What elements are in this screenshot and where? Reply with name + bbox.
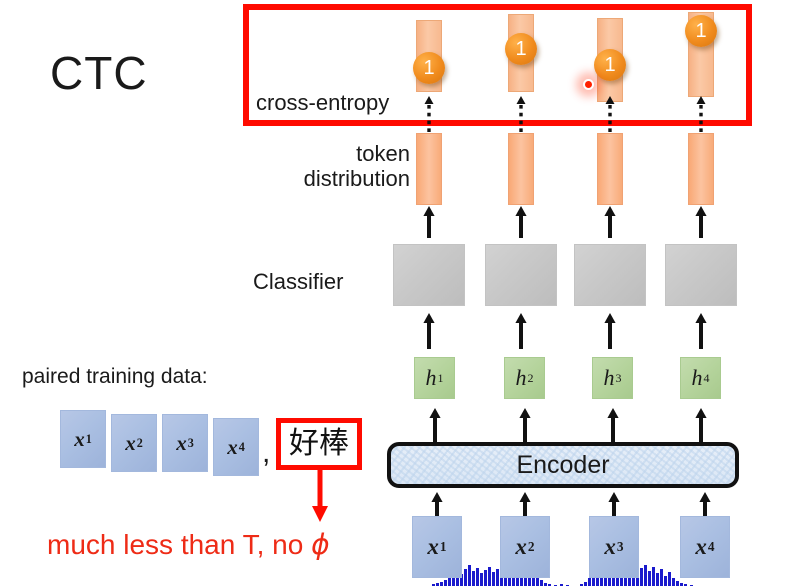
flow-arrow-hidden-to-classifier (514, 313, 528, 349)
token-distribution-bar (416, 133, 442, 205)
annotation-caption-text: much less than T, no (47, 529, 312, 560)
input-frame-index: 4 (707, 539, 715, 554)
flow-arrow-hidden-to-classifier (603, 313, 617, 349)
target-text: 好棒 (289, 426, 349, 461)
input-frame-base: x (695, 534, 707, 559)
cross-entropy-label: cross-entropy (256, 90, 390, 115)
laser-pointer-dot (583, 79, 594, 90)
token-distribution-bar (597, 133, 623, 205)
paired-input-base: x (125, 430, 136, 455)
paired-input-base: x (176, 430, 187, 455)
flow-arrow-encoder-to-hidden (694, 408, 708, 444)
classifier-box (665, 244, 737, 306)
encoder-box: Encoder (387, 442, 739, 488)
sequence-comma: , (262, 436, 271, 469)
flow-arrow-classifier-to-token (694, 206, 708, 238)
page-title: CTC (50, 47, 148, 99)
encoder-label: Encoder (516, 450, 610, 479)
input-frame-base: x (427, 534, 439, 559)
hidden-state-index: 4 (703, 370, 710, 385)
input-frame-base: x (604, 534, 616, 559)
flow-arrow-classifier-to-token (514, 206, 528, 238)
ctc-highlight-box (243, 4, 752, 126)
paired-input-index: 3 (187, 435, 194, 450)
cross-entropy-one-marker: 1 (594, 49, 626, 81)
flow-arrow-hidden-to-classifier (694, 313, 708, 349)
token-distribution-bar (508, 133, 534, 205)
paired-input-index: 2 (136, 435, 143, 450)
target-text-highlight-box: 好棒 (276, 418, 362, 470)
flow-arrow-classifier-to-token (422, 206, 436, 238)
cross-entropy-one-marker: 1 (505, 33, 537, 65)
hidden-state-base: h (515, 365, 527, 390)
cross-entropy-one-marker: 1 (413, 52, 445, 84)
hidden-state-base: h (691, 365, 703, 390)
paired-input-index: 4 (238, 439, 245, 454)
hidden-state-index: 1 (437, 370, 444, 385)
token-distribution-bar (688, 133, 714, 205)
flow-arrow-encoder-to-hidden (428, 408, 442, 444)
hidden-state-base: h (603, 365, 615, 390)
hidden-state-base: h (425, 365, 437, 390)
paired-training-data-label: paired training data: (22, 365, 208, 388)
classifier-box (574, 244, 646, 306)
flow-arrow-encoder-to-hidden (518, 408, 532, 444)
input-frame-index: 1 (439, 539, 447, 554)
paired-input-base: x (74, 426, 85, 451)
hidden-state-index: 3 (615, 370, 622, 385)
hidden-state-index: 2 (527, 370, 534, 385)
annotation-arrow-icon (310, 468, 330, 522)
classifier-label: Classifier (253, 269, 344, 294)
input-frame-index: 3 (616, 539, 624, 554)
paired-input-index: 1 (85, 431, 92, 446)
paired-input-base: x (227, 434, 238, 459)
annotation-caption: much less than T, no ϕ (47, 528, 330, 561)
phi-symbol: ϕ (311, 528, 330, 561)
token-distribution-label-line1: token (356, 141, 410, 166)
classifier-box (393, 244, 465, 306)
flow-arrow-hidden-to-classifier (422, 313, 436, 349)
flow-arrow-encoder-to-hidden (606, 408, 620, 444)
input-frame-index: 2 (527, 539, 535, 554)
input-frame-base: x (515, 534, 527, 559)
classifier-box (485, 244, 557, 306)
token-distribution-label: token distribution (255, 141, 410, 191)
cross-entropy-one-marker: 1 (685, 15, 717, 47)
token-distribution-label-line2: distribution (303, 165, 410, 191)
flow-arrow-classifier-to-token (603, 206, 617, 238)
